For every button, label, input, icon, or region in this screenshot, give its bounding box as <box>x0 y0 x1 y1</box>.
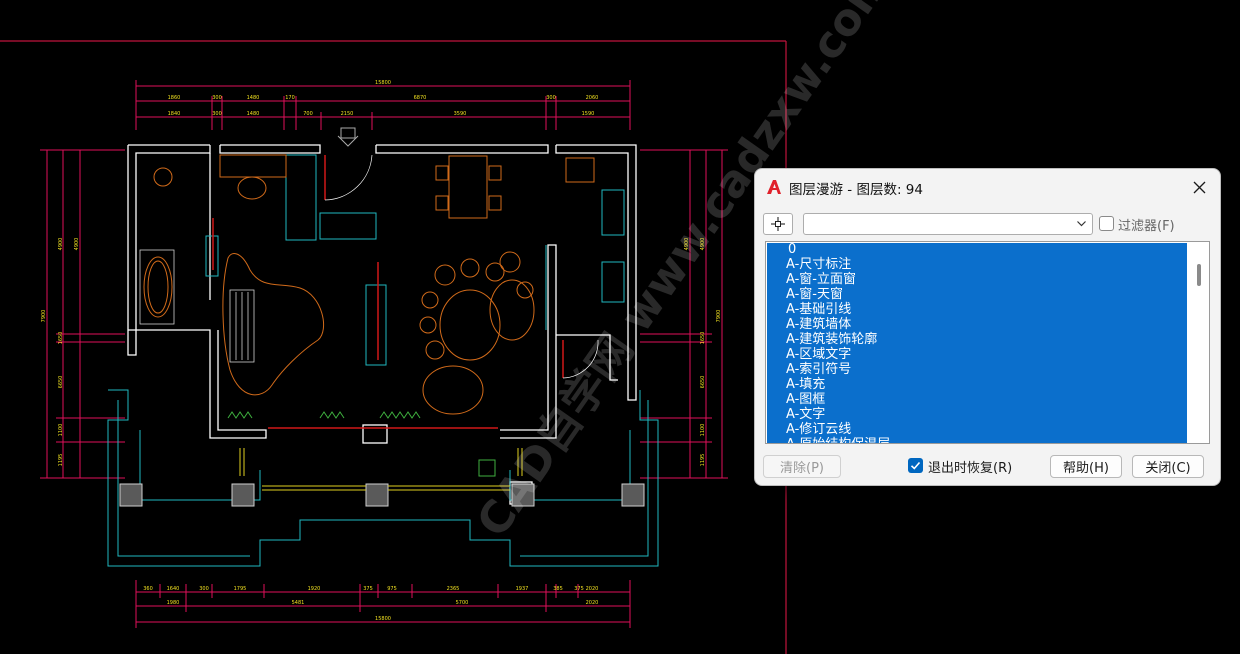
dim-bottom-total: 15800 <box>375 616 391 622</box>
dim-top-3: 1480 <box>247 95 260 101</box>
restore-on-exit-checkbox[interactable] <box>908 458 923 473</box>
dim-right-3: 7900 <box>716 310 722 323</box>
dim-right-1: 4900 <box>684 238 690 251</box>
dim-top-7: 2060 <box>586 95 599 101</box>
structure-outlines <box>107 154 659 567</box>
scroll-thumb[interactable] <box>1197 264 1201 286</box>
dim-top-total: 15800 <box>375 80 391 86</box>
bed <box>139 249 255 363</box>
dim-bottom-6: 375 <box>363 586 373 592</box>
dialog-title: 图层漫游 - 图层数: 94 <box>789 182 923 198</box>
plants <box>227 411 496 477</box>
layer-row[interactable]: A-索引符号 <box>786 362 852 377</box>
dim-top-6: 300 <box>546 95 556 101</box>
dim-right-7: 1195 <box>700 454 706 467</box>
dimension-lines <box>40 80 728 628</box>
close-button[interactable]: 关闭(C) <box>1132 455 1204 478</box>
crosshair-icon <box>771 217 785 231</box>
layer-row[interactable]: A-建筑墙体 <box>786 317 852 332</box>
layer-row[interactable]: 0 <box>788 242 797 257</box>
dim-bottom-1: 360 <box>143 586 153 592</box>
filter-dropdown[interactable] <box>803 213 1093 235</box>
dim-bottom-4: 1795 <box>234 586 247 592</box>
dim-bottom-3: 300 <box>199 586 209 592</box>
dim-top-r2-3: 1480 <box>247 111 260 117</box>
layer-row[interactable]: A-建筑装饰轮廓 <box>786 332 878 347</box>
checkmark-icon <box>910 461 921 470</box>
filter-checkbox-label: 过滤器(F) <box>1118 219 1175 234</box>
layer-row[interactable]: A-尺寸标注 <box>786 257 852 272</box>
door-arcs <box>324 154 599 379</box>
dim-bottom-r2-2: 5481 <box>292 600 305 606</box>
dialog-titlebar[interactable]: 图层漫游 - 图层数: 94 <box>755 169 1220 205</box>
filter-checkbox[interactable] <box>1099 216 1114 231</box>
dim-left-2: 4900 <box>74 238 80 251</box>
dim-right-5: 6650 <box>700 376 706 389</box>
dim-bottom-10: 385 <box>553 586 563 592</box>
dim-left-7: 1195 <box>58 454 64 467</box>
layer-row[interactable]: A-文字 <box>786 407 826 422</box>
chevron-down-icon <box>1077 221 1086 227</box>
close-icon[interactable] <box>1186 175 1212 199</box>
layer-row[interactable]: A-原始结构保温层 <box>766 437 1186 443</box>
dim-bottom-5: 1920 <box>308 586 321 592</box>
dim-top-r2-5: 2150 <box>341 111 354 117</box>
dim-bottom-r2-1: 1980 <box>167 600 180 606</box>
dim-bottom-r2-3: 5700 <box>456 600 469 606</box>
dimension-texts: 15800 1860 300 1480 170 6870 300 2060 18… <box>41 80 722 622</box>
dim-top-2: 300 <box>212 95 222 101</box>
dim-right-2: 4900 <box>700 238 706 251</box>
layer-list-selection <box>767 243 1187 443</box>
layer-row[interactable]: A-窗-立面窗 <box>786 272 856 287</box>
dim-bottom-8: 2365 <box>447 586 460 592</box>
clear-button[interactable]: 清除(P) <box>763 455 841 478</box>
dim-bottom-r2-4: 2020 <box>586 600 599 606</box>
dim-top-r2-6: 3590 <box>454 111 467 117</box>
dim-bottom-7: 975 <box>387 586 397 592</box>
dim-top-r2-1: 1840 <box>168 111 181 117</box>
dim-top-5: 6870 <box>414 95 427 101</box>
dim-bottom-11: 375 <box>574 586 584 592</box>
door-swings <box>212 155 564 429</box>
layer-row[interactable]: A-图框 <box>786 392 826 407</box>
entry-arrow-icon <box>337 127 359 147</box>
dim-top-1: 1860 <box>168 95 181 101</box>
dim-left-1: 4900 <box>58 238 64 251</box>
columns <box>119 483 645 507</box>
dim-bottom-9: 1937 <box>516 586 529 592</box>
select-objects-button[interactable] <box>763 213 793 235</box>
autocad-logo-icon <box>767 180 781 194</box>
restore-on-exit-label: 退出时恢复(R) <box>928 461 1013 476</box>
dim-left-3: 7900 <box>41 310 47 323</box>
dim-left-6: 1100 <box>58 424 64 437</box>
walls <box>127 144 637 505</box>
layer-row[interactable]: A-窗-天窗 <box>786 287 843 302</box>
layer-row[interactable]: A-填充 <box>786 377 826 392</box>
help-button[interactable]: 帮助(H) <box>1050 455 1122 478</box>
furniture <box>143 154 595 415</box>
dim-top-4: 170 <box>285 95 295 101</box>
layer-row[interactable]: A-区域文字 <box>786 347 852 362</box>
dim-top-r2-4: 700 <box>303 111 313 117</box>
dim-top-r2-2: 300 <box>212 111 222 117</box>
layer-row[interactable]: A-基础引线 <box>786 302 852 317</box>
layer-list-scrollbar[interactable] <box>1188 242 1209 443</box>
dim-right-6: 1100 <box>700 424 706 437</box>
windows <box>239 448 523 491</box>
dim-left-5: 6650 <box>58 376 64 389</box>
layer-row[interactable]: A-修订云线 <box>786 422 852 437</box>
dim-right-4: 1650 <box>700 332 706 345</box>
dim-top-r2-7: 1590 <box>582 111 595 117</box>
dim-bottom-12: 2020 <box>586 586 599 592</box>
dim-left-4: 1650 <box>58 332 64 345</box>
dim-bottom-2: 1640 <box>167 586 180 592</box>
